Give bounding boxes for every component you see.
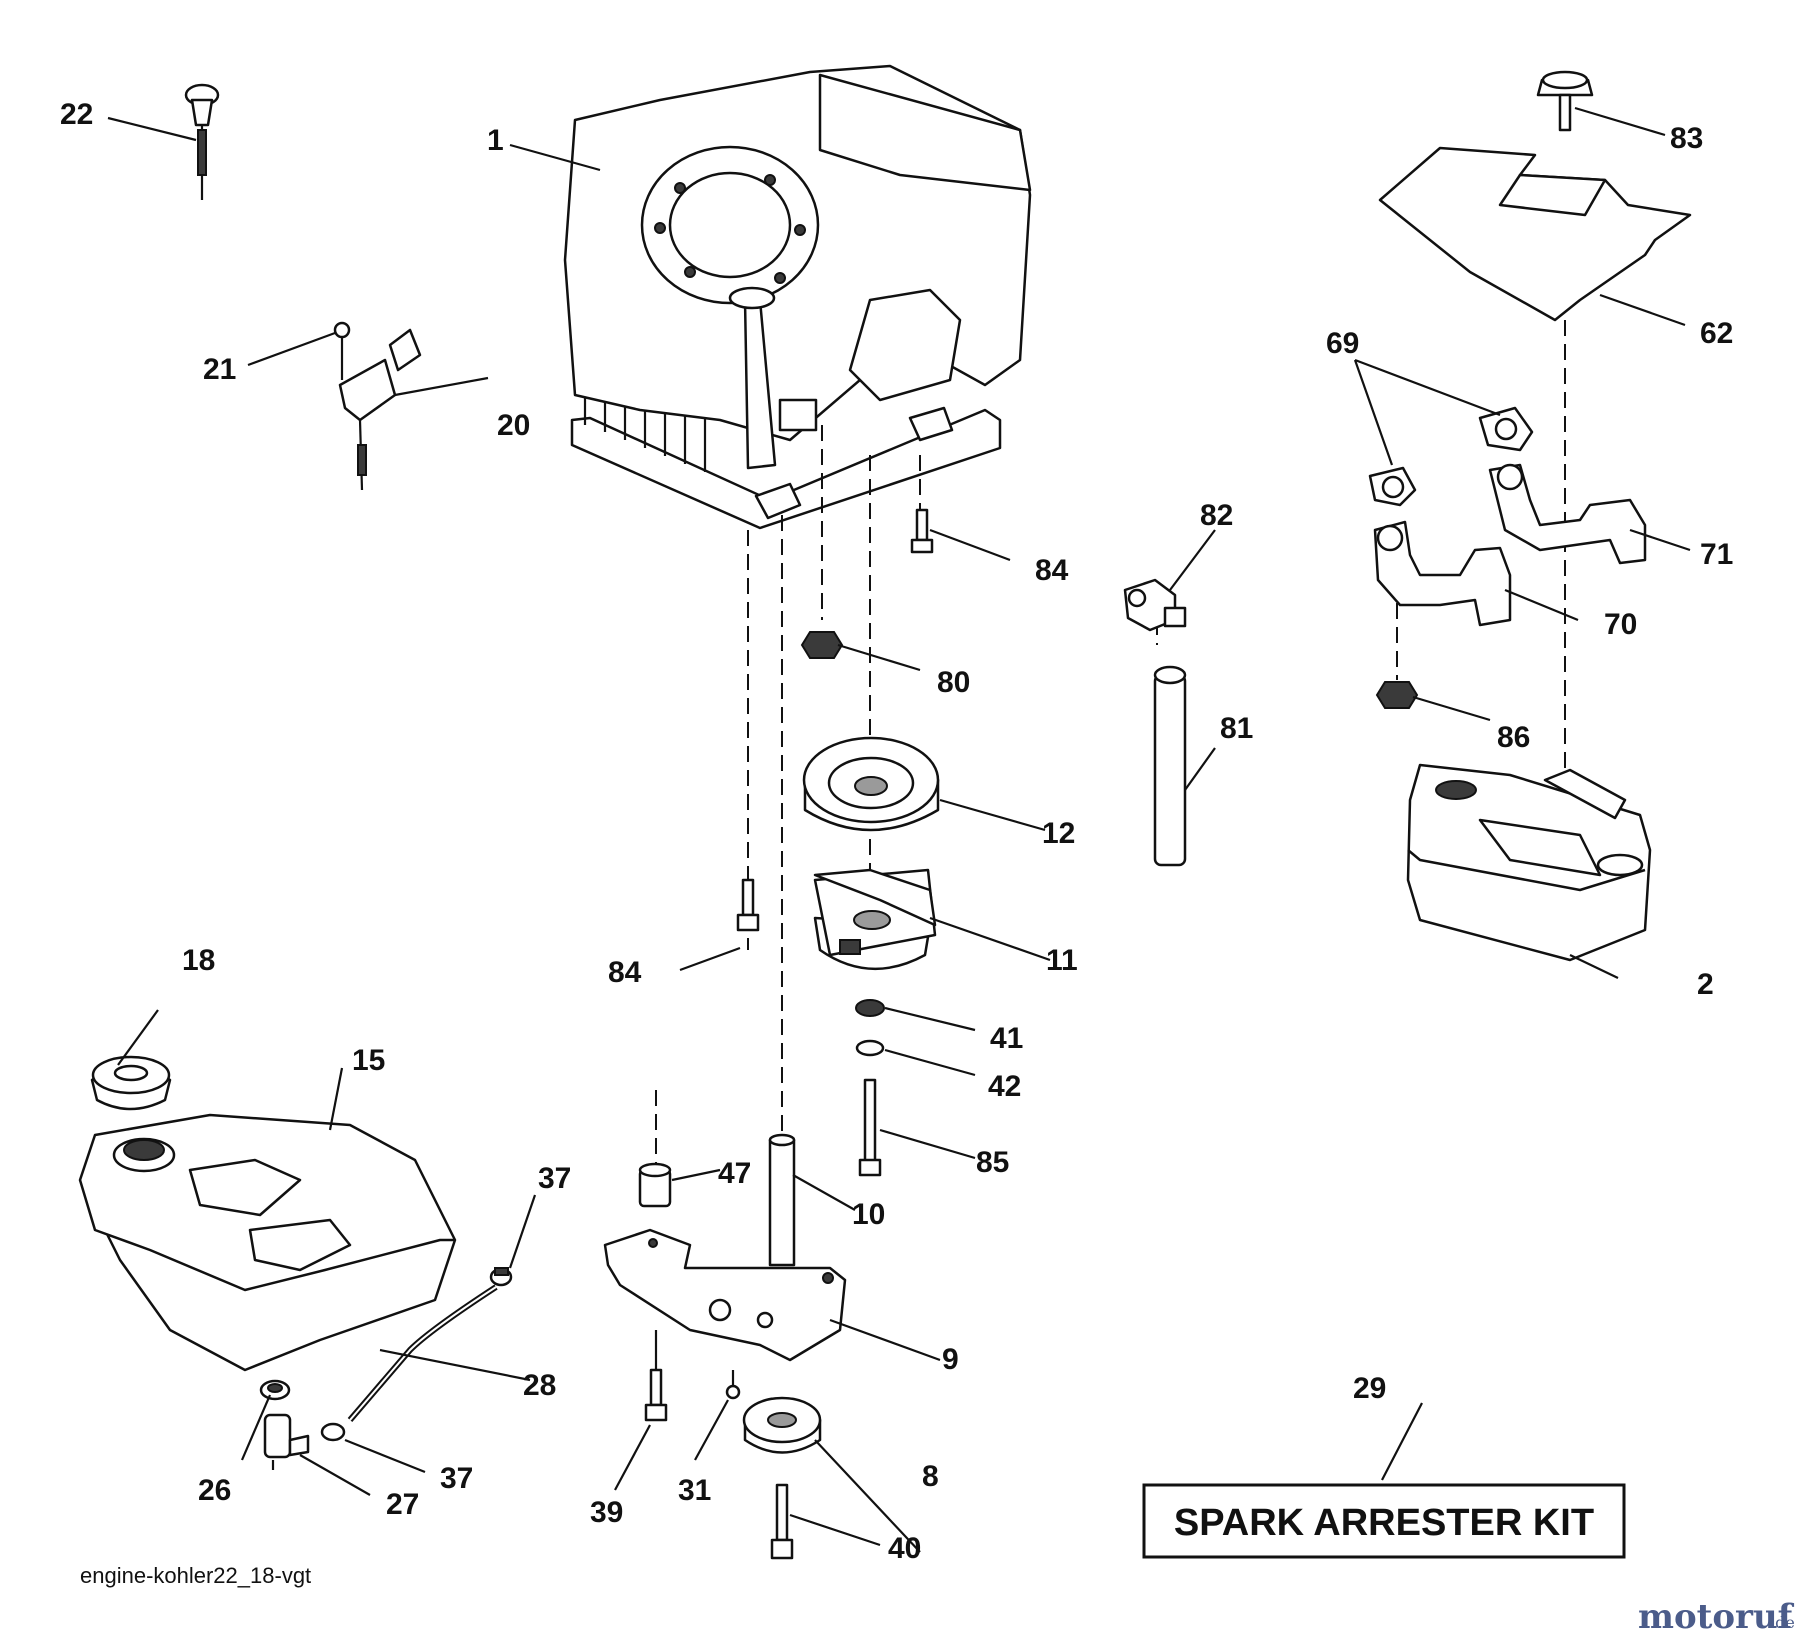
breather-hose-81 bbox=[1153, 665, 1187, 867]
spark-arrester-kit-label: SPARK ARRESTER KIT bbox=[1174, 1502, 1594, 1544]
callout-9: 9 bbox=[942, 1343, 959, 1376]
callout-31: 31 bbox=[678, 1474, 711, 1507]
callout-39: 39 bbox=[590, 1496, 623, 1529]
breather-elbow-82 bbox=[1123, 578, 1187, 632]
diagram-caption: engine-kohler22_18-vgt bbox=[80, 1563, 311, 1588]
gaskets-69 bbox=[1368, 406, 1534, 507]
exhaust-pipe-70 bbox=[1373, 520, 1512, 627]
callout-10: 10 bbox=[852, 1198, 885, 1231]
engine-block bbox=[563, 64, 1032, 530]
pin-31 bbox=[725, 1370, 741, 1400]
nut-80 bbox=[800, 631, 844, 659]
clutch-11 bbox=[813, 868, 937, 971]
grommet-26 bbox=[259, 1379, 291, 1401]
callout-18: 18 bbox=[182, 944, 215, 977]
spacer-47 bbox=[638, 1162, 672, 1208]
callout-28: 28 bbox=[523, 1369, 556, 1402]
callout-62: 62 bbox=[1700, 317, 1733, 350]
callout-26: 26 bbox=[198, 1474, 231, 1507]
callout-84-upper: 84 bbox=[1035, 554, 1069, 587]
callout-81: 81 bbox=[1220, 712, 1253, 745]
nut-86 bbox=[1375, 681, 1419, 709]
callout-42: 42 bbox=[988, 1070, 1021, 1103]
bolt-84-lower bbox=[736, 878, 760, 932]
callout-70: 70 bbox=[1604, 608, 1637, 641]
callout-69: 69 bbox=[1326, 327, 1359, 360]
shutoff-valve-27 bbox=[263, 1413, 310, 1470]
callout-27: 27 bbox=[386, 1488, 419, 1521]
callout-71: 71 bbox=[1700, 538, 1733, 571]
throttle-bracket bbox=[333, 321, 422, 491]
callout-12: 12 bbox=[1042, 817, 1075, 850]
callout-41: 41 bbox=[990, 1022, 1023, 1055]
washer-42 bbox=[855, 1039, 885, 1057]
hose-clamp-37-lower bbox=[320, 1422, 346, 1442]
watermark-logo: motoruf .de bbox=[1638, 1597, 1795, 1637]
fuel-cap-18 bbox=[90, 1055, 172, 1111]
callout-40: 40 bbox=[888, 1532, 921, 1565]
callout-22: 22 bbox=[60, 98, 93, 131]
bolt-84-upper bbox=[910, 508, 934, 554]
callout-8: 8 bbox=[922, 1460, 939, 1493]
callout-82: 82 bbox=[1200, 499, 1233, 532]
muffler-2 bbox=[1406, 763, 1652, 962]
callout-2: 2 bbox=[1697, 968, 1714, 1001]
callout-21: 21 bbox=[203, 353, 236, 386]
spacer-tube-10 bbox=[768, 1133, 796, 1267]
heat-shield-62 bbox=[1378, 146, 1692, 322]
bracket-plate-9 bbox=[603, 1228, 847, 1362]
callout-37-lower: 37 bbox=[440, 1462, 473, 1495]
spark-arrester-kit-box: SPARK ARRESTER KIT bbox=[1142, 1483, 1626, 1559]
callout-47: 47 bbox=[718, 1157, 751, 1190]
pulley-12 bbox=[802, 736, 940, 832]
callout-labels: 1 2 8 9 10 11 12 15 18 20 21 22 26 27 28… bbox=[60, 98, 1733, 1565]
leader-lines bbox=[107, 106, 1691, 1553]
callout-1: 1 bbox=[487, 124, 504, 157]
callout-83: 83 bbox=[1670, 122, 1703, 155]
callout-37-upper: 37 bbox=[538, 1162, 571, 1195]
callout-80: 80 bbox=[937, 666, 970, 699]
exhaust-pipe-71 bbox=[1488, 463, 1647, 565]
watermark-brand: motoruf bbox=[1638, 1597, 1795, 1637]
bolt-85 bbox=[858, 1078, 882, 1177]
callout-85: 85 bbox=[976, 1146, 1009, 1179]
washer-41 bbox=[855, 999, 885, 1017]
fuel-tank-15 bbox=[78, 1113, 457, 1372]
callout-15: 15 bbox=[352, 1044, 385, 1077]
callout-86: 86 bbox=[1497, 721, 1530, 754]
callout-11: 11 bbox=[1046, 944, 1078, 977]
bolt-40 bbox=[770, 1483, 794, 1560]
idler-pulley-8 bbox=[742, 1396, 822, 1454]
callout-84-lower: 84 bbox=[608, 956, 642, 989]
callout-20: 20 bbox=[497, 409, 530, 442]
callout-29: 29 bbox=[1353, 1372, 1386, 1405]
dipstick-knob bbox=[184, 83, 220, 200]
bolt-39 bbox=[644, 1330, 668, 1422]
watermark-tld: .de bbox=[1770, 1613, 1795, 1632]
bolt-83 bbox=[1536, 70, 1594, 132]
hose-clamp-37-upper bbox=[489, 1267, 513, 1287]
